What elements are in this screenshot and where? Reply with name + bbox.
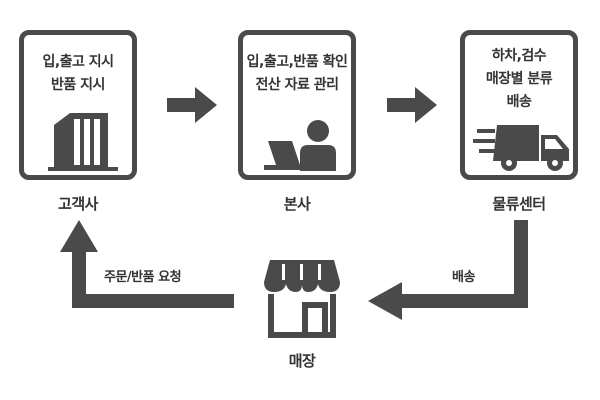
person-at-laptop-icon <box>264 120 336 171</box>
logistics-card: 하차,검수 매장별 분류 배송 <box>460 30 578 180</box>
headquarters-line-1: 입,출고,반품 확인 <box>246 54 348 70</box>
delivery-truck-icon <box>473 125 569 171</box>
arrow-client-to-headquarters <box>167 87 217 123</box>
storefront-icon <box>264 260 340 338</box>
headquarters-line-2: 전산 자료 관리 <box>255 77 339 93</box>
logistics-card-text: 하차,검수 매장별 분류 배송 <box>465 45 573 114</box>
logistics-line-1: 하차,검수 <box>491 48 547 64</box>
client-line-2: 반품 지시 <box>51 77 105 93</box>
office-building-icon <box>48 113 118 171</box>
headquarters-card: 입,출고,반품 확인 전산 자료 관리 <box>238 30 356 180</box>
logistics-label: 물류센터 <box>492 195 546 213</box>
arrow-logistics-to-store <box>368 220 528 320</box>
arrow-headquarters-to-logistics <box>387 87 437 123</box>
logistics-line-2: 매장별 분류 <box>485 71 553 87</box>
headquarters-label: 본사 <box>283 195 311 213</box>
edge-label-order-return: 주문/반품 요청 <box>104 270 182 285</box>
client-label: 고객사 <box>58 195 98 213</box>
arrow-store-to-client <box>60 220 234 308</box>
client-card-text: 입,출고 지시 반품 지시 <box>24 51 132 97</box>
headquarters-card-text: 입,출고,반품 확인 전산 자료 관리 <box>243 51 351 97</box>
store-label: 매장 <box>288 352 316 370</box>
edge-label-delivery: 배송 <box>452 270 475 285</box>
client-card: 입,출고 지시 반품 지시 <box>19 30 137 180</box>
logistics-line-3: 배송 <box>506 94 532 110</box>
client-line-1: 입,출고 지시 <box>42 54 114 70</box>
